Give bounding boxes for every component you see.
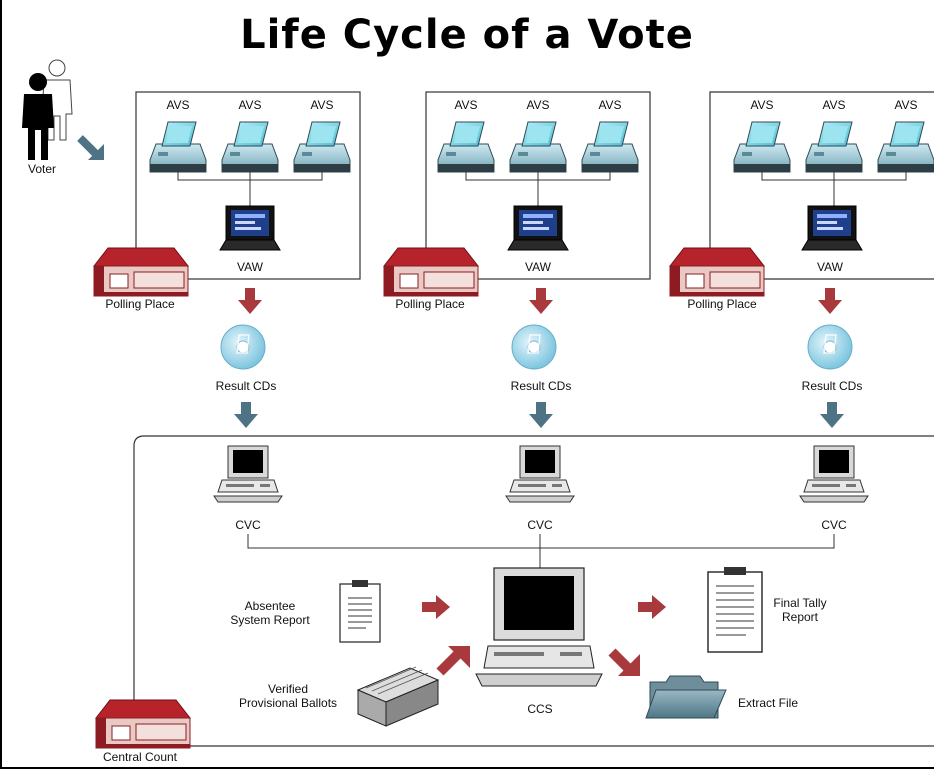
polling-place-label: Polling Place <box>687 297 757 311</box>
final-tally-label-line-2: Report <box>781 610 819 624</box>
provisional-label-line-1: Verified <box>267 682 309 696</box>
ccs-computer-icon <box>475 567 603 687</box>
polling-place-label: Polling Place <box>395 297 465 311</box>
polling-place-box-1 <box>135 91 361 280</box>
diagram-title: Life Cycle of a Vote <box>240 12 694 58</box>
voter-icon <box>22 59 73 160</box>
result-cds-label: Result CDs <box>510 379 572 393</box>
cd-arrow-2 <box>529 402 553 428</box>
avs-label: AVS <box>598 98 622 112</box>
central-count-label: Central Count <box>102 750 178 764</box>
voter-arrow <box>77 135 104 160</box>
cvc-label: CVC <box>527 518 553 532</box>
polling-place-building-3 <box>669 247 765 297</box>
central-count-building <box>95 699 191 749</box>
avs-label: AVS <box>526 98 550 112</box>
avs-label: AVS <box>166 98 190 112</box>
result-cd-3 <box>807 324 853 370</box>
extract-file-label: Extract File <box>738 696 799 710</box>
folder-icon <box>645 675 727 719</box>
avs-label: AVS <box>822 98 846 112</box>
cvc-computer-3 <box>799 445 869 503</box>
polling-place-box-2 <box>425 91 651 280</box>
avs-group-1 <box>149 121 351 251</box>
avs-group-2 <box>437 121 639 251</box>
avs-label: AVS <box>894 98 918 112</box>
vaw-label: VAW <box>525 260 551 274</box>
cd-arrow-3 <box>820 402 844 428</box>
result-cd-2 <box>511 324 557 370</box>
absentee-report-icon <box>339 580 381 643</box>
avs-label: AVS <box>454 98 478 112</box>
absentee-label-line-2: System Report <box>230 613 310 627</box>
vaw-arrow-3 <box>818 288 842 314</box>
polling-place-building-2 <box>383 247 479 297</box>
vaw-arrow-1 <box>238 288 262 314</box>
provisional-label-line-2: Provisional Ballots <box>238 696 338 710</box>
cvc-label: CVC <box>235 518 261 532</box>
avs-group-3 <box>733 121 934 251</box>
result-cd-1 <box>220 324 266 370</box>
provisional-arrow <box>436 646 470 676</box>
polling-place-label: Polling Place <box>105 297 175 311</box>
cvc-computer-1 <box>213 445 283 503</box>
cvc-connector <box>247 534 835 568</box>
absentee-label-line-1: Absentee <box>244 599 296 613</box>
vaw-label: VAW <box>237 260 263 274</box>
absentee-arrow <box>422 595 450 619</box>
polling-place-box-3 <box>709 91 934 280</box>
avs-label: AVS <box>750 98 774 112</box>
final-tally-label-line-1: Final Tally <box>773 596 827 610</box>
ccs-label: CCS <box>527 702 553 716</box>
result-cds-label: Result CDs <box>801 379 863 393</box>
final-tally-report-icon <box>707 567 763 653</box>
cd-arrow-1 <box>234 402 258 428</box>
provisional-ballots-icon <box>356 666 440 727</box>
extract-arrow <box>608 648 640 676</box>
vaw-arrow-2 <box>529 288 553 314</box>
final-tally-arrow <box>638 595 666 619</box>
result-cds-label: Result CDs <box>215 379 277 393</box>
polling-place-building-1 <box>93 247 189 297</box>
voter-label: Voter <box>27 162 57 176</box>
vaw-label: VAW <box>817 260 843 274</box>
cvc-computer-2 <box>505 445 575 503</box>
avs-label: AVS <box>310 98 334 112</box>
cvc-label: CVC <box>821 518 847 532</box>
avs-label: AVS <box>238 98 262 112</box>
